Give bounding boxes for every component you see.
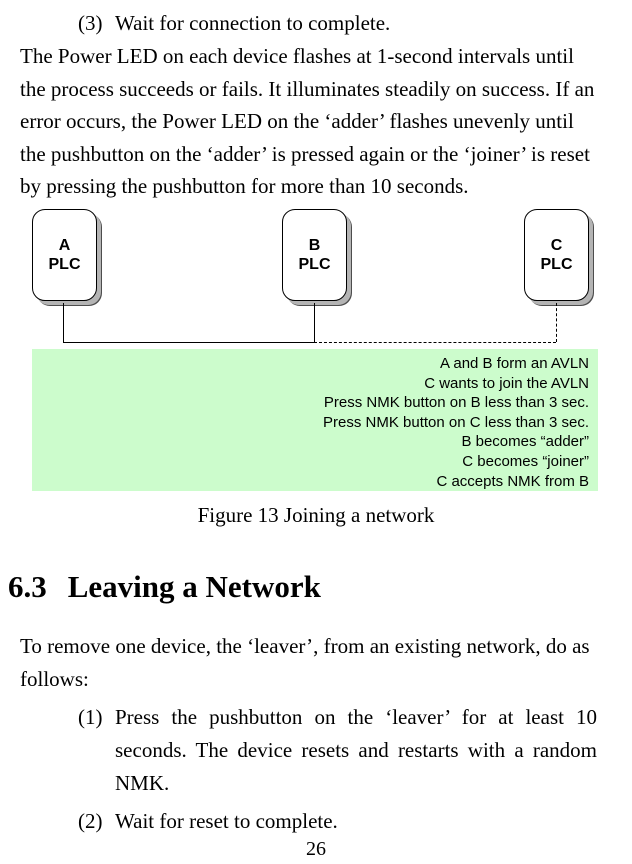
plc-node-c: C PLC — [524, 208, 589, 301]
plc-node-a: A PLC — [32, 208, 97, 301]
annotation-line: Press NMK button on B less than 3 sec. — [323, 394, 589, 412]
step-1-line: seconds. The device resets and restarts … — [115, 737, 597, 762]
section-number: 6.3 — [8, 568, 47, 604]
wire-vertical-a — [63, 302, 64, 342]
plc-node-b-letter: B — [308, 236, 321, 254]
figure-caption: Figure 13 Joining a network — [197, 502, 435, 527]
paragraph-line: To remove one device, the ‘leaver’, from… — [20, 633, 590, 658]
list-item-3-marker: (3) — [78, 11, 103, 35]
plc-node-b-label: B PLC — [299, 236, 331, 274]
plc-node-b-type: PLC — [298, 255, 331, 273]
wire-horizontal-ab-solid — [63, 341, 314, 343]
paragraph-line: the pushbutton on the ‘adder’ is pressed… — [20, 141, 590, 166]
paragraph-line: The Power LED on each device flashes at … — [20, 44, 574, 68]
step-2-marker: (2) — [78, 808, 103, 833]
section-heading: 6.3 Leaving a Network — [8, 566, 632, 608]
plc-node-c-type: PLC — [540, 255, 573, 273]
paragraph-line: error occurs, the Power LED on the ‘adde… — [20, 109, 574, 134]
network-diagram: A PLC B PLC C PLC A and B form an AVLN C… — [0, 203, 632, 498]
annotation-line: C accepts NMK from B — [436, 472, 589, 490]
paragraph-leaving: To remove one device, the ‘leaver’, from… — [20, 630, 612, 696]
step-1-line: NMK. — [115, 770, 170, 795]
wire-horizontal-bc-dashed — [314, 341, 556, 343]
paragraph-line: follows: — [20, 666, 89, 691]
plc-node-a-letter: A — [58, 236, 71, 254]
step-2: (2) Wait for reset to complete. — [0, 805, 632, 838]
step-1-line: Press the pushbutton on the ‘leaver’ for… — [115, 704, 597, 729]
paragraph-line: the process succeeds or fails. It illumi… — [20, 76, 595, 101]
paragraph-power-led: The Power LED on each device flashes at … — [20, 40, 620, 203]
plc-node-b: B PLC — [282, 208, 347, 301]
annotation-box: A and B form an AVLN C wants to join the… — [32, 348, 598, 491]
annotation-line: C becomes “joiner” — [462, 452, 589, 470]
page-number: 26 — [306, 838, 326, 860]
wire-vertical-b — [314, 302, 315, 342]
wire-vertical-c-dashed — [556, 302, 557, 342]
paragraph-line: by pressing the pushbutton for more than… — [20, 174, 469, 199]
section-title: Leaving a Network — [67, 568, 321, 604]
step-2-line: Wait for reset to complete. — [115, 808, 338, 833]
plc-node-a-label: A PLC — [49, 236, 81, 274]
step-1-marker: (1) — [78, 704, 103, 729]
annotation-line: A and B form an AVLN — [440, 354, 589, 372]
plc-node-c-letter: C — [550, 236, 563, 254]
list-item-3: (3) Wait for connection to complete. — [0, 7, 632, 40]
plc-node-c-label: C PLC — [541, 236, 573, 274]
annotation-line: Press NMK button on C less than 3 sec. — [323, 413, 589, 431]
annotation-line: C wants to join the AVLN — [424, 374, 589, 392]
plc-node-a-type: PLC — [48, 255, 81, 273]
step-1: (1) Press the pushbutton on the ‘leaver’… — [0, 701, 632, 800]
list-item-3-text: Wait for connection to complete. — [115, 11, 391, 35]
annotation-line: B becomes “adder” — [461, 433, 589, 451]
